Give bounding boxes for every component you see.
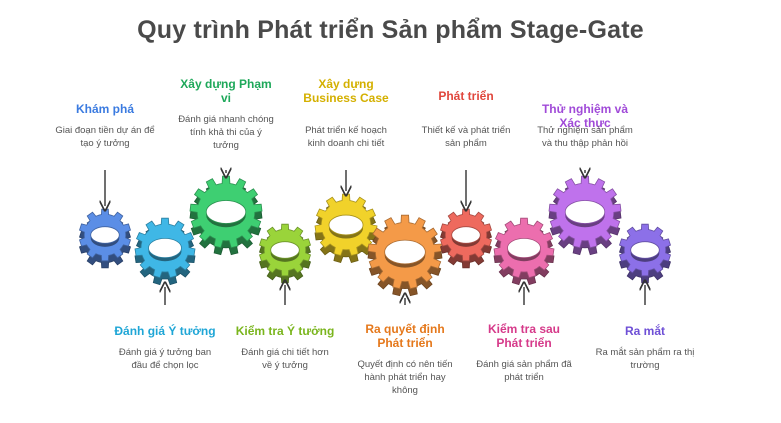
stage-label: Khám phá	[75, 102, 134, 116]
stage-label: Ra quyết định Phát triển	[365, 322, 445, 350]
gear-8	[493, 217, 555, 286]
stage-description: Quyết định có nên tiến hành phát triển h…	[357, 359, 453, 396]
gear-1	[79, 208, 131, 269]
gear-2	[134, 217, 196, 286]
gear-3	[189, 175, 263, 256]
diagram-title: Quy trình Phát triển Sản phẩm Stage-Gate	[137, 16, 644, 44]
stage-label: Kiểm tra Ý tưởng	[235, 324, 335, 338]
gear-5	[314, 193, 378, 263]
stage-label: Xây dựng Phạm vi	[180, 77, 272, 105]
gear-10	[619, 223, 671, 284]
stage-description: Thiết kế và phát triển sản phẩm	[421, 125, 511, 149]
stage-description: Thử nghiệm sản phẩm và thu thập phản hồi	[537, 125, 633, 149]
stage-label: Kiểm tra sau Phát triển	[487, 322, 561, 350]
stage-description: Đánh giá ý tưởng ban đầu để chọn lọc	[118, 347, 212, 371]
stage-label: Đánh giá Ý tưởng	[114, 324, 216, 338]
stage-label: Xây dựng Business Case	[303, 77, 389, 105]
gear-9	[548, 175, 622, 256]
stage-description: Giai đoạn tiền dự án để tạo ý tưởng	[55, 125, 155, 149]
stage-description: Đánh giá nhanh chóng tính khả thi của ý …	[178, 114, 274, 151]
gear-7	[440, 208, 492, 269]
stage-label: Thử nghiệm và Xác thực	[541, 102, 629, 130]
stage-description: Phát triển kế hoạch kinh doanh chi tiết	[305, 125, 387, 149]
gear-6	[367, 214, 443, 297]
gear-4	[259, 223, 311, 284]
stage-description: Đánh giá chi tiết hơn về ý tưởng	[241, 347, 329, 371]
stage-label: Ra mắt	[624, 324, 665, 338]
stage-label: Phát triển	[438, 89, 494, 103]
stage-description: Đánh giá sản phẩm đã phát triển	[476, 359, 572, 383]
stage-description: Ra mắt sản phẩm ra thị trường	[595, 347, 695, 371]
